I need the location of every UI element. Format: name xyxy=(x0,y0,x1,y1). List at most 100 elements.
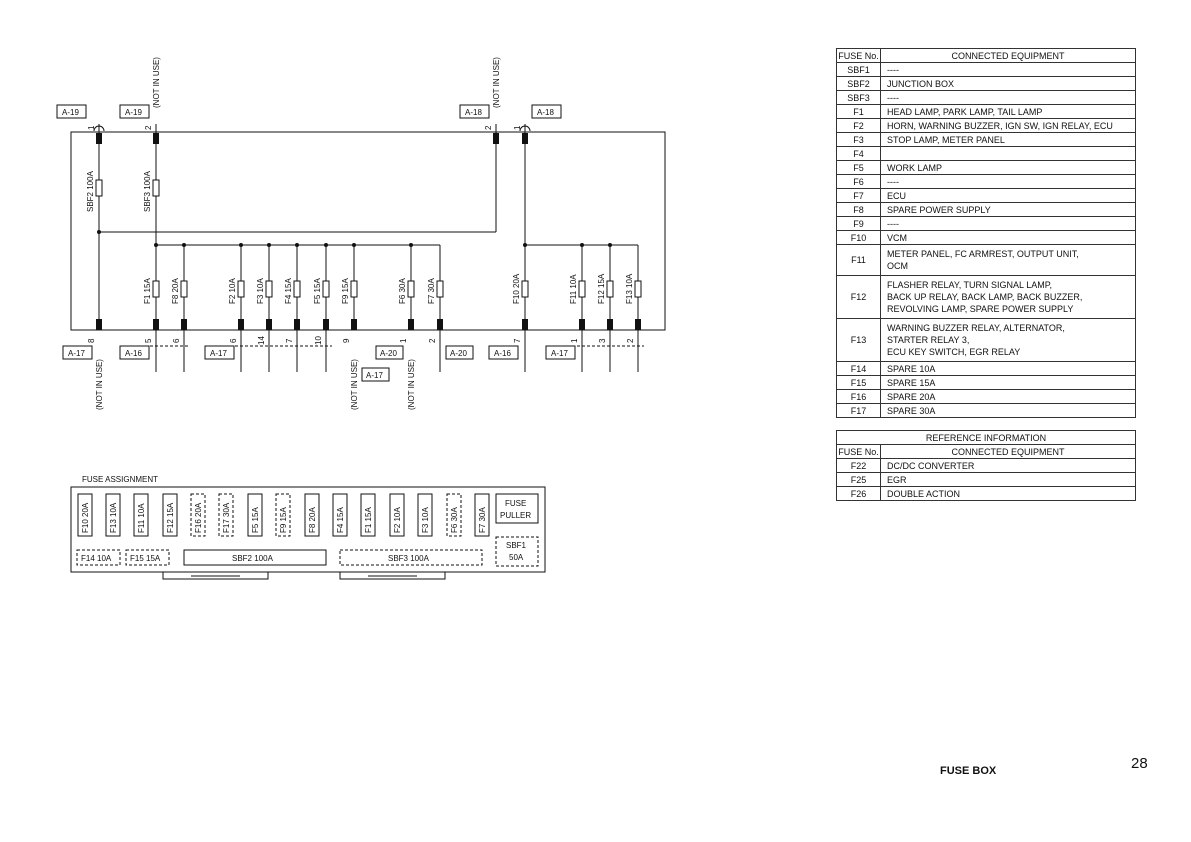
not-in-use-note: (NOT IN USE) xyxy=(95,359,104,410)
column-header: CONNECTED EQUIPMENT xyxy=(880,48,1136,63)
pin-number: 2 xyxy=(428,338,437,343)
equipment-line: BACK UP RELAY, BACK LAMP, BACK BUZZER, xyxy=(887,292,1083,302)
connector-label: A-20 xyxy=(380,349,397,358)
table-row: F6---- xyxy=(836,174,1136,189)
fuse-number: F4 xyxy=(836,146,881,161)
pin-number: 1 xyxy=(87,125,96,130)
table-header-row: FUSE No. CONNECTED EQUIPMENT xyxy=(836,48,1136,63)
fuse-label: SBF2 100A xyxy=(86,170,95,212)
fuse-label: F13 10A xyxy=(625,273,634,304)
pin-number: 1 xyxy=(570,338,579,343)
fuse-number: F17 xyxy=(836,403,881,418)
fuse-number: F15 xyxy=(836,375,881,390)
not-in-use-note: (NOT IN USE) xyxy=(152,57,161,108)
table-row: F13 WARNING BUZZER RELAY, ALTERNATOR, STAR… xyxy=(836,318,1136,362)
page-title: FUSE BOX xyxy=(940,765,997,777)
equipment-line: WARNING BUZZER RELAY, ALTERNATOR, xyxy=(887,323,1065,333)
fuse-box-outline xyxy=(70,131,666,331)
table-row: F9---- xyxy=(836,216,1136,231)
connected-equipment: DOUBLE ACTION xyxy=(880,486,1136,501)
pin-number: 5 xyxy=(144,338,153,343)
connected-equipment: HEAD LAMP, PARK LAMP, TAIL LAMP xyxy=(880,104,1136,119)
pin-number: 6 xyxy=(229,338,238,343)
equipment-line: ECU KEY SWITCH, EGR RELAY xyxy=(887,347,1021,357)
connected-equipment: EGR xyxy=(880,472,1136,487)
connector-label: A-18 xyxy=(465,108,482,117)
connected-equipment: ---- xyxy=(880,90,1136,105)
fuse-number: F6 xyxy=(836,174,881,189)
fuse-label: F5 15A xyxy=(313,278,322,304)
fuse-label: F7 30A xyxy=(427,278,436,304)
fuse-number: SBF2 xyxy=(836,76,881,91)
fuse-number: F5 xyxy=(836,160,881,175)
connected-equipment: STOP LAMP, METER PANEL xyxy=(880,132,1136,147)
fuse-slot: F16 20A xyxy=(194,502,203,533)
connected-equipment: ---- xyxy=(880,174,1136,189)
connector-label: A-17 xyxy=(551,349,568,358)
equipment-line: STARTER RELAY 3, xyxy=(887,335,970,345)
connected-equipment: SPARE 10A xyxy=(880,361,1136,376)
connected-equipment: SPARE 20A xyxy=(880,389,1136,404)
fuse-number: F25 xyxy=(836,472,881,487)
sbf1-slot: 50A xyxy=(509,553,524,562)
fuse-puller-label: FUSE xyxy=(505,499,526,508)
reference-title: REFERENCE INFORMATION xyxy=(836,430,1136,445)
table-row: SBF1---- xyxy=(836,62,1136,77)
fuse-number: F11 xyxy=(836,244,881,276)
fuse-number: SBF3 xyxy=(836,90,881,105)
connected-equipment: ---- xyxy=(880,216,1136,231)
fuse-number: SBF1 xyxy=(836,62,881,77)
connected-equipment: FLASHER RELAY, TURN SIGNAL LAMP, BACK UP … xyxy=(880,275,1136,319)
fuse-number: F14 xyxy=(836,361,881,376)
fuse-slot: F7 30A xyxy=(478,507,487,533)
connected-equipment: VCM xyxy=(880,230,1136,245)
pin-number: 14 xyxy=(257,336,266,345)
connector-label: A-16 xyxy=(125,349,142,358)
fuse-number: F13 xyxy=(836,318,881,362)
fuse-assignment-outline xyxy=(70,486,546,573)
fuse-number: F9 xyxy=(836,216,881,231)
column-header: CONNECTED EQUIPMENT xyxy=(880,444,1136,459)
pin-number: 2 xyxy=(484,125,493,130)
pin-number: 7 xyxy=(513,338,522,343)
fuse-label: F8 20A xyxy=(171,278,180,304)
pin-number: 7 xyxy=(285,338,294,343)
fuse-number: F2 xyxy=(836,118,881,133)
equipment-line: FLASHER RELAY, TURN SIGNAL LAMP, xyxy=(887,280,1053,290)
fuse-slot: F5 15A xyxy=(251,507,260,533)
equipment-line: OCM xyxy=(887,261,908,271)
pin-number: 2 xyxy=(626,338,635,343)
pin-number: 8 xyxy=(87,338,96,343)
pin-number: 9 xyxy=(342,338,351,343)
fuse-number: F10 xyxy=(836,230,881,245)
connector-label: A-18 xyxy=(537,108,554,117)
fuse-label: F12 15A xyxy=(597,273,606,304)
fuse-slot: F17 30A xyxy=(222,502,231,533)
pin-number: 1 xyxy=(513,125,522,130)
connector-label: A-17 xyxy=(210,349,227,358)
connected-equipment: SPARE POWER SUPPLY xyxy=(880,202,1136,217)
fuse-slot: F8 20A xyxy=(308,507,317,533)
fuse-slot: F10 20A xyxy=(81,502,90,533)
connected-equipment: SPARE 30A xyxy=(880,403,1136,418)
column-header: FUSE No. xyxy=(836,48,881,63)
sbf1-slot: SBF1 xyxy=(506,541,527,550)
connector-label: A-20 xyxy=(450,349,467,358)
connected-equipment: WARNING BUZZER RELAY, ALTERNATOR, STARTER… xyxy=(880,318,1136,362)
fuse-assignment-title: FUSE ASSIGNMENT xyxy=(82,475,159,484)
not-in-use-note: (NOT IN USE) xyxy=(350,359,359,410)
fuse-slot: F1 15A xyxy=(364,507,373,533)
pin-number: 6 xyxy=(172,338,181,343)
spare-slot: F15 15A xyxy=(130,554,161,563)
connected-equipment xyxy=(880,146,1136,161)
fuse-slot: F13 10A xyxy=(109,502,118,533)
fuse-label: SBF3 100A xyxy=(143,170,152,212)
